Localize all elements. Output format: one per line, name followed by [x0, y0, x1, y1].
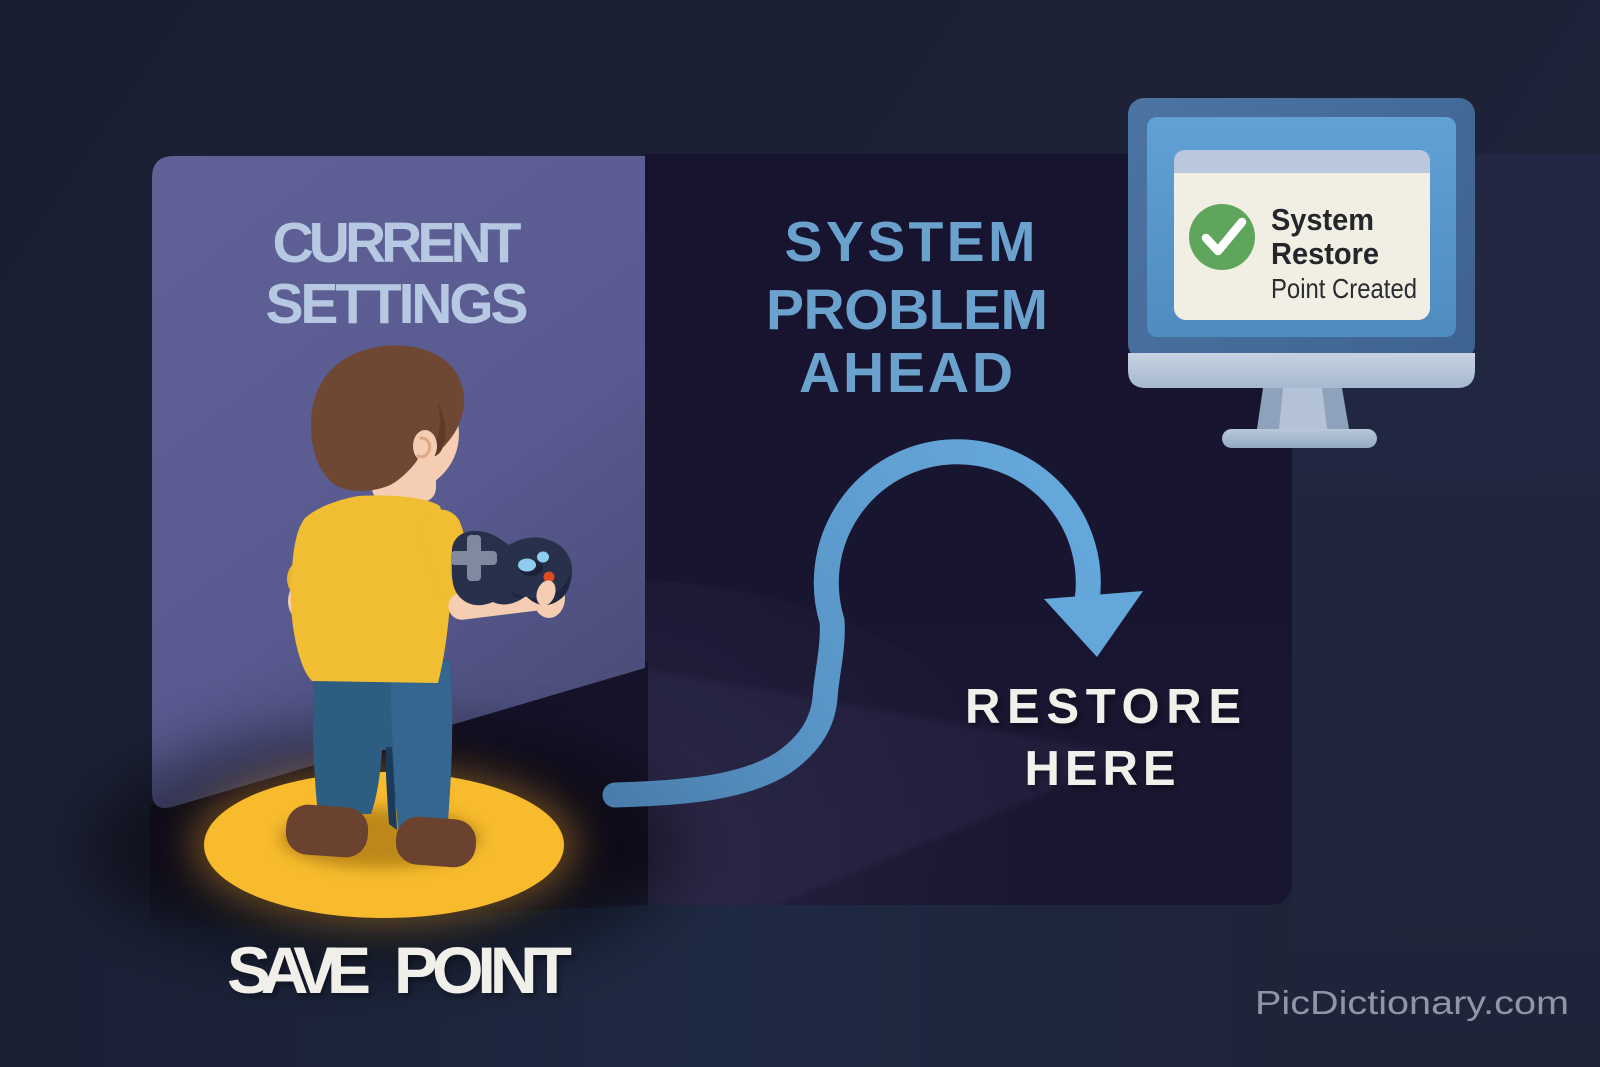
svg-text:CURRENT: CURRENT — [273, 211, 522, 275]
svg-text:SAVE: SAVE — [227, 933, 371, 1007]
svg-text:Point Created: Point Created — [1271, 273, 1417, 304]
svg-text:PROBLEM: PROBLEM — [766, 278, 1048, 342]
svg-text:AHEAD: AHEAD — [799, 341, 1013, 405]
svg-text:SYSTEM: SYSTEM — [785, 210, 1036, 274]
svg-text:Restore: Restore — [1271, 236, 1379, 271]
svg-text:System: System — [1271, 202, 1374, 237]
svg-text:SETTINGS: SETTINGS — [266, 272, 529, 336]
svg-text:POINT: POINT — [394, 933, 572, 1007]
svg-text:RESTORE: RESTORE — [965, 680, 1241, 734]
svg-text:PicDictionary.com: PicDictionary.com — [1255, 984, 1569, 1021]
